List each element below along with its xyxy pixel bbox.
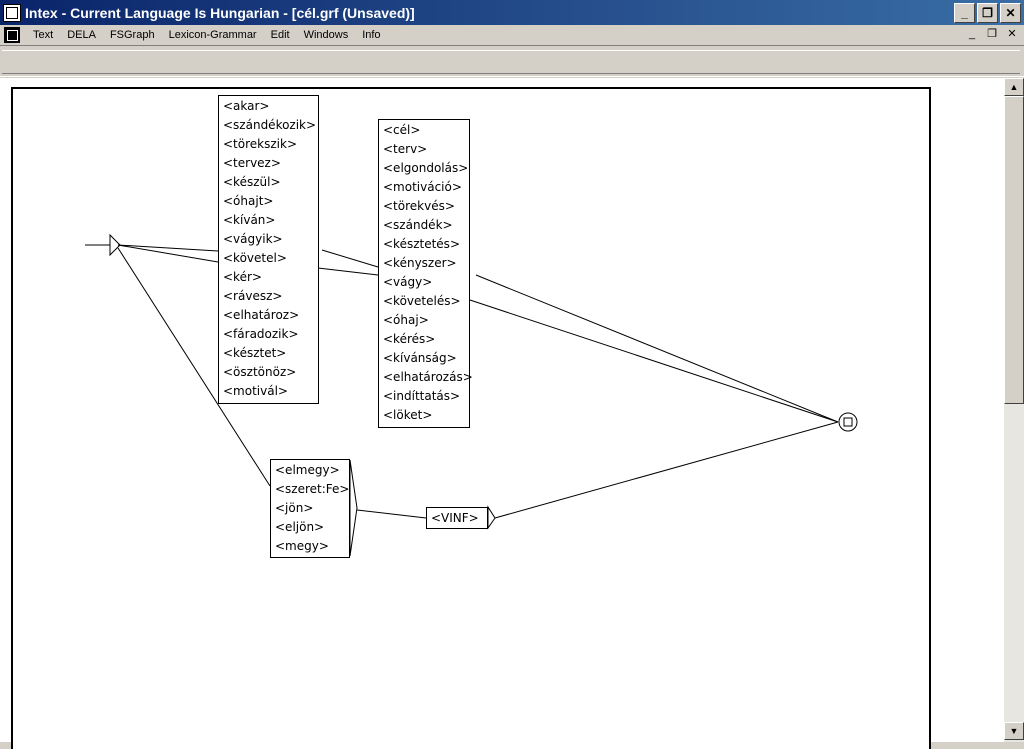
close-button[interactable]: ✕	[1000, 3, 1021, 23]
motion-entry: <szeret:Fe>	[275, 482, 350, 496]
minimize-button[interactable]: _	[954, 3, 975, 23]
noun-entry: <indíttatás>	[383, 389, 461, 403]
menu-lexicon-grammar[interactable]: Lexicon-Grammar	[168, 29, 257, 41]
verb-entry: <szándékozik>	[223, 118, 317, 132]
edge-nouns-final-1	[475, 274, 839, 423]
scrollbar-thumb[interactable]	[1004, 96, 1024, 404]
noun-entry: <kérés>	[383, 332, 436, 346]
vinf-box[interactable]: <VINF>	[426, 507, 488, 529]
graph-transitions	[85, 233, 858, 557]
verb-entry: <tervez>	[223, 156, 281, 170]
verb-entry: <akar>	[223, 99, 270, 113]
menu-windows[interactable]: Windows	[303, 29, 349, 41]
window-controls: _ ❐ ✕	[954, 3, 1021, 23]
motion-entry: <eljön>	[275, 520, 325, 534]
document-icon[interactable]	[4, 27, 20, 43]
final-state-square	[843, 417, 853, 427]
edge-vinf-final	[494, 421, 839, 519]
edge-init-motion	[117, 247, 271, 487]
arrow-up-icon[interactable]: ▲	[1004, 78, 1024, 96]
noun-entry: <elhatározás>	[383, 370, 473, 384]
edge-verbs-nouns-1	[321, 249, 379, 268]
menu-info[interactable]: Info	[362, 29, 381, 41]
restore-button[interactable]: ❐	[977, 3, 998, 23]
graph-page[interactable]	[11, 87, 931, 749]
toolbar-strip	[2, 50, 1020, 74]
app-icon	[3, 3, 21, 22]
menu-bar: Text DELA FSGraph Lexicon-Grammar Edit W…	[0, 25, 1024, 45]
noun-entry: <elgondolás>	[383, 161, 469, 175]
vinf-box-arrow	[487, 505, 496, 530]
noun-entry: <kényszer>	[383, 256, 457, 270]
motion-entry: <jön>	[275, 501, 314, 515]
edge-verbs-nouns-2	[317, 267, 379, 276]
verb-entry: <rávesz>	[223, 289, 283, 303]
edge-init-verbs-1	[117, 244, 219, 252]
verb-entry: <kíván>	[223, 213, 276, 227]
arrow-down-icon[interactable]: ▼	[1004, 722, 1024, 740]
menu-dela[interactable]: DELA	[67, 29, 96, 41]
menu-text[interactable]: Text	[33, 29, 54, 41]
noun-entry: <óhaj>	[383, 313, 429, 327]
graph-canvas[interactable]: <akar> <szándékozik> <törekszik> <tervez…	[0, 78, 1004, 749]
noun-entry: <kívánság>	[383, 351, 457, 365]
verb-entry: <késztet>	[223, 346, 287, 360]
noun-entry: <vágy>	[383, 275, 433, 289]
noun-box[interactable]: <cél> <terv> <elgondolás> <motiváció> <t…	[378, 119, 473, 428]
noun-entry: <késztetés>	[383, 237, 460, 251]
verb-entry: <kér>	[223, 270, 262, 284]
noun-entry: <követelés>	[383, 294, 461, 308]
initial-state-arrow	[109, 233, 121, 257]
motion-entry: <elmegy>	[275, 463, 340, 477]
verb-entry: <ösztönöz>	[223, 365, 297, 379]
doc-close-button[interactable]: ✕	[1007, 28, 1017, 40]
motion-entry: <megy>	[275, 539, 329, 553]
edge-init-verbs-2	[117, 244, 219, 263]
edge-motion-vinf	[356, 509, 427, 519]
doc-minimize-button[interactable]: _	[968, 28, 976, 40]
verb-box[interactable]: <akar> <szándékozik> <törekszik> <tervez…	[218, 95, 319, 404]
verb-entry: <készül>	[223, 175, 281, 189]
verb-entry: <követel>	[223, 251, 287, 265]
vertical-scrollbar[interactable]: ▲ ▼	[1004, 78, 1024, 742]
noun-entry: <löket>	[383, 408, 433, 422]
verb-entry: <óhajt>	[223, 194, 274, 208]
doc-restore-button[interactable]: ❐	[987, 28, 997, 40]
noun-entry: <cél>	[383, 123, 421, 137]
noun-entry: <szándék>	[383, 218, 453, 232]
noun-entry: <törekvés>	[383, 199, 455, 213]
noun-entry: <terv>	[383, 142, 428, 156]
verb-entry: <elhatároz>	[223, 308, 300, 322]
document-window-controls: _ ❐ ✕	[964, 27, 1020, 41]
window-title: Intex - Current Language Is Hungarian - …	[25, 4, 415, 21]
motion-verb-box[interactable]: <elmegy> <szeret:Fe> <jön> <eljön> <megy…	[270, 459, 350, 558]
vinf-label: <VINF>	[431, 511, 479, 525]
verb-entry: <motivál>	[223, 384, 288, 398]
menu-edit[interactable]: Edit	[270, 29, 290, 41]
verb-entry: <fáradozik>	[223, 327, 299, 341]
toolbar	[0, 45, 1024, 77]
verb-entry: <vágyik>	[223, 232, 283, 246]
verb-entry: <törekszik>	[223, 137, 297, 151]
title-bar: Intex - Current Language Is Hungarian - …	[0, 0, 1024, 25]
menu-fsgraph[interactable]: FSGraph	[109, 29, 155, 41]
edge-nouns-final-2	[469, 299, 839, 423]
motion-box-arrow	[349, 459, 358, 557]
noun-entry: <motiváció>	[383, 180, 462, 194]
